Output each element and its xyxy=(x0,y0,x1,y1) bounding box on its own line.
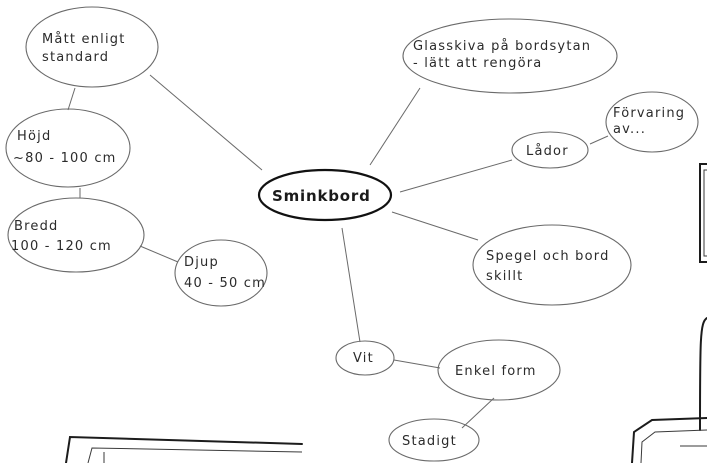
node-spegel: Spegel och bord skillt xyxy=(472,224,632,306)
bubble-spegel xyxy=(472,224,632,306)
node-stadigt-line-1: Stadigt xyxy=(402,434,457,449)
link-matt-hojd xyxy=(67,87,76,111)
node-lador-line-1: Lådor xyxy=(526,144,569,159)
sketch-table-edge xyxy=(640,429,707,463)
node-djup-line-2: 40 - 50 cm xyxy=(184,276,266,291)
bubble-stadigt xyxy=(388,418,480,462)
bubble-glasskiva xyxy=(402,18,618,94)
link-center-glasskiva xyxy=(369,87,421,166)
bubble-djup xyxy=(174,239,268,307)
node-matt-line-2: standard xyxy=(42,50,109,65)
sketch-desk-edge xyxy=(87,447,303,463)
link-bredd-djup xyxy=(139,245,179,263)
center-topic: Sminkbord xyxy=(272,187,371,205)
node-hojd: Höjd ~80 - 100 cm xyxy=(5,108,131,188)
node-bredd: Bredd 100 - 120 cm xyxy=(7,197,145,273)
sketch-right-frame xyxy=(699,163,707,263)
node-enkel: Enkel form xyxy=(437,339,561,401)
sketch-table-top xyxy=(631,417,707,463)
bubble-lador xyxy=(511,131,589,169)
link-center-matt xyxy=(149,74,263,171)
sketch-table-leg xyxy=(699,317,707,431)
node-stadigt: Stadigt xyxy=(388,418,480,462)
bubble-center xyxy=(257,168,393,222)
node-djup-line-1: Djup xyxy=(184,255,219,270)
node-glasskiva-line-1: Glasskiva på bordsytan xyxy=(413,39,591,54)
sketch-mirror-inner xyxy=(703,169,707,257)
node-bredd-line-1: Bredd xyxy=(14,219,58,234)
node-enkel-line-1: Enkel form xyxy=(455,364,537,379)
node-center: Sminkbord xyxy=(257,168,393,222)
node-forvaring-line-2: av... xyxy=(613,122,646,137)
node-lador: Lådor xyxy=(511,131,589,169)
node-forvaring-line-1: Förvaring xyxy=(613,106,685,121)
node-djup: Djup 40 - 50 cm xyxy=(174,239,268,307)
link-lador-forvaring xyxy=(589,135,609,145)
node-matt-line-1: Mått enligt xyxy=(42,32,126,47)
bubble-forvaring xyxy=(605,91,699,153)
node-vit-line-1: Vit xyxy=(353,351,374,366)
node-matt: Mått enligt standard xyxy=(25,6,159,88)
bubble-bredd xyxy=(7,197,145,273)
sketch-bottom-left xyxy=(65,435,303,463)
node-spegel-line-2: skillt xyxy=(486,269,523,284)
bubble-vit xyxy=(335,340,395,376)
node-glasskiva-line-2: - lätt att rengöra xyxy=(413,56,542,71)
node-bredd-line-2: 100 - 120 cm xyxy=(11,239,112,254)
bubble-matt xyxy=(25,6,159,88)
sketch-desk-top xyxy=(65,435,303,463)
node-glasskiva: Glasskiva på bordsytan - lätt att rengör… xyxy=(402,18,618,94)
link-center-lador xyxy=(399,159,513,193)
bubble-enkel xyxy=(437,339,561,401)
bubble-hojd xyxy=(5,108,131,188)
node-vit: Vit xyxy=(335,340,395,376)
connector-lines xyxy=(67,74,609,429)
sketch-mirror-frame xyxy=(699,163,707,263)
link-enkel-stadigt xyxy=(461,397,495,429)
node-hojd-line-1: Höjd xyxy=(17,129,51,144)
link-center-vit xyxy=(341,227,361,343)
node-hojd-line-2: ~80 - 100 cm xyxy=(13,151,117,166)
sketch-right-table xyxy=(631,317,707,463)
link-center-spegel xyxy=(391,211,479,241)
link-vit-enkel xyxy=(393,359,441,369)
node-spegel-line-1: Spegel och bord xyxy=(486,249,610,264)
node-forvaring: Förvaring av... xyxy=(605,91,699,153)
